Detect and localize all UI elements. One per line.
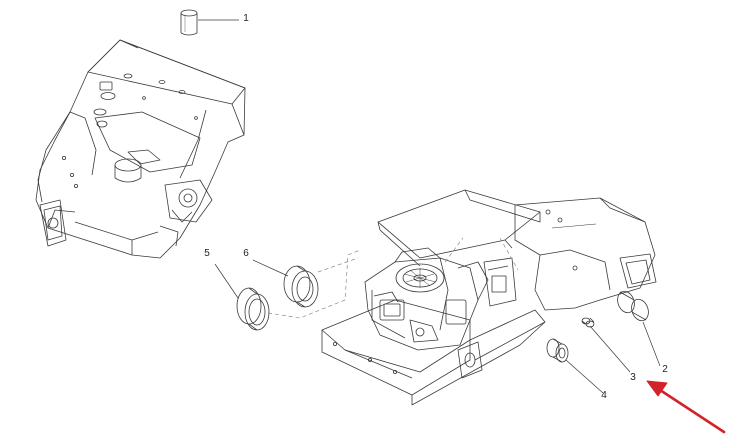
upper-frame-assembly [35,39,246,259]
callout-number-4: 4 [601,390,607,401]
part-3-fitting [581,317,595,328]
callout-number-1: 1 [243,13,249,24]
part-4-bushing [546,338,569,363]
callout-number-6: 6 [243,248,249,259]
part-1-cylinder [180,9,198,36]
part-2-filter [617,290,649,322]
part-6-ring [283,265,319,308]
callout-number-5: 5 [204,248,210,259]
part-5-ring [236,287,270,331]
engine-assembly [321,189,657,406]
callout-number-3: 3 [630,372,636,383]
leader-lines [198,19,661,394]
callout-number-2: 2 [662,364,668,375]
red-arrow-indicator [646,380,726,434]
